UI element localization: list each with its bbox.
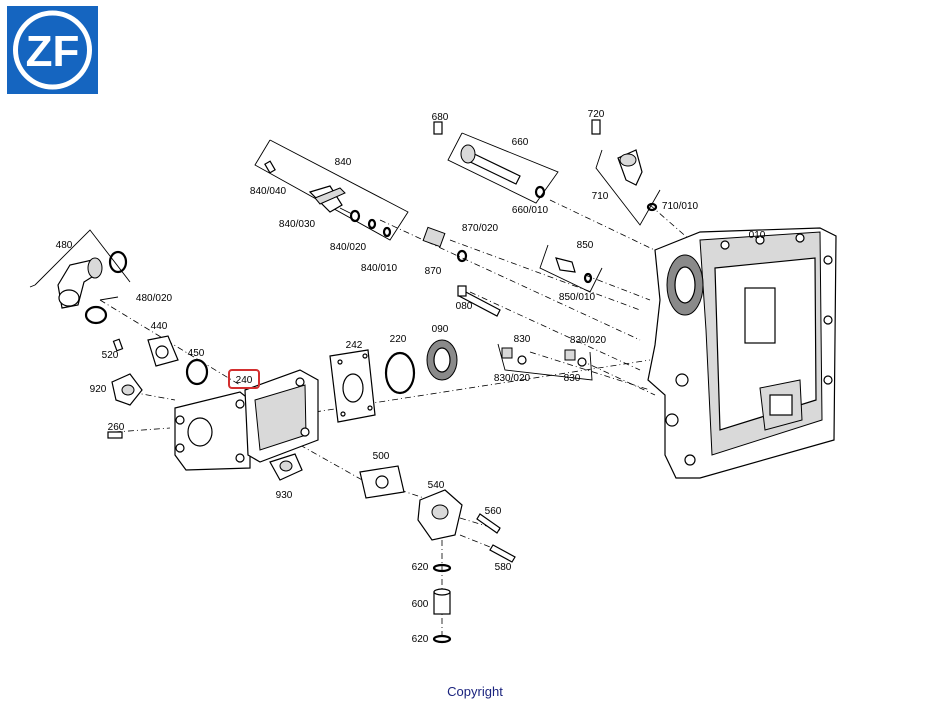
label-830-020-a[interactable]: 830/020 (494, 373, 531, 384)
pump-240[interactable] (174, 369, 319, 471)
label-090[interactable]: 090 (432, 324, 449, 335)
label-450[interactable]: 450 (188, 348, 205, 359)
elbow-480[interactable] (57, 250, 128, 325)
fitting-870[interactable] (422, 226, 468, 263)
sensor-840[interactable] (264, 160, 392, 238)
fitting-920[interactable] (111, 373, 143, 406)
screw-520[interactable] (112, 338, 124, 352)
label-920[interactable]: 920 (90, 384, 107, 395)
label-480[interactable]: 480 (56, 240, 73, 251)
oring-620-bottom[interactable] (432, 634, 452, 644)
label-830-a[interactable]: 830 (514, 334, 531, 345)
label-870-020[interactable]: 870/020 (462, 223, 499, 234)
label-660-010[interactable]: 660/010 (512, 205, 549, 216)
label-660[interactable]: 660 (512, 137, 529, 148)
label-480-020[interactable]: 480/020 (136, 293, 173, 304)
label-600[interactable]: 600 (412, 599, 429, 610)
label-830-020-b[interactable]: 830/020 (570, 335, 607, 346)
label-710[interactable]: 710 (592, 191, 609, 202)
highlight-box-240 (228, 369, 260, 389)
label-220[interactable]: 220 (390, 334, 407, 345)
label-260[interactable]: 260 (108, 422, 125, 433)
sensor-850[interactable] (555, 257, 593, 284)
block-540[interactable] (417, 489, 463, 541)
oring-450[interactable] (185, 358, 209, 386)
seal-090[interactable] (426, 339, 458, 381)
label-850[interactable]: 850 (577, 240, 594, 251)
label-010[interactable]: 010 (749, 230, 766, 241)
part-labels: 680 720 660 660/010 840 840/040 840/030 … (56, 109, 766, 645)
label-870[interactable]: 870 (425, 266, 442, 277)
sensor-710[interactable] (591, 119, 658, 212)
fitting-930[interactable] (269, 453, 303, 481)
label-840-040[interactable]: 840/040 (250, 186, 287, 197)
label-620-top[interactable]: 620 (412, 562, 429, 573)
label-500[interactable]: 500 (373, 451, 390, 462)
bolt-580[interactable] (489, 544, 516, 563)
label-080[interactable]: 080 (456, 301, 473, 312)
label-720[interactable]: 720 (588, 109, 605, 120)
label-540[interactable]: 540 (428, 480, 445, 491)
bolt-560[interactable] (476, 513, 501, 534)
label-680[interactable]: 680 (432, 112, 449, 123)
label-620-bottom[interactable]: 620 (412, 634, 429, 645)
oring-620-top[interactable] (432, 563, 452, 573)
label-840-030[interactable]: 840/030 (279, 219, 316, 230)
bracket-lines (29, 132, 661, 381)
zf-logo: ZF (7, 6, 98, 94)
svg-text:ZF: ZF (26, 27, 80, 76)
screw-260[interactable] (107, 431, 123, 439)
label-240[interactable]: 240 (236, 375, 253, 386)
bolt-080[interactable] (457, 285, 501, 317)
label-930[interactable]: 930 (276, 490, 293, 501)
label-560[interactable]: 560 (485, 506, 502, 517)
label-840-020[interactable]: 840/020 (330, 242, 367, 253)
label-242[interactable]: 242 (346, 340, 363, 351)
flange-440[interactable] (147, 335, 179, 367)
fitting-830-left[interactable] (501, 347, 527, 365)
copyright-link[interactable]: Copyright (447, 684, 503, 699)
label-840-010[interactable]: 840/010 (361, 263, 398, 274)
label-830-b[interactable]: 830 (564, 373, 581, 384)
gasket-242[interactable] (329, 349, 376, 423)
label-840[interactable]: 840 (335, 157, 352, 168)
label-520[interactable]: 520 (102, 350, 119, 361)
label-710-010[interactable]: 710/010 (662, 201, 699, 212)
cover-500[interactable] (359, 465, 405, 499)
label-440[interactable]: 440 (151, 321, 168, 332)
label-850-010[interactable]: 850/010 (559, 292, 596, 303)
ring-220[interactable] (384, 351, 416, 395)
label-580[interactable]: 580 (495, 562, 512, 573)
sleeve-600[interactable] (433, 588, 451, 615)
housing-010[interactable] (647, 227, 837, 479)
shaft-660[interactable] (433, 121, 546, 199)
fitting-830-right[interactable] (564, 349, 587, 367)
